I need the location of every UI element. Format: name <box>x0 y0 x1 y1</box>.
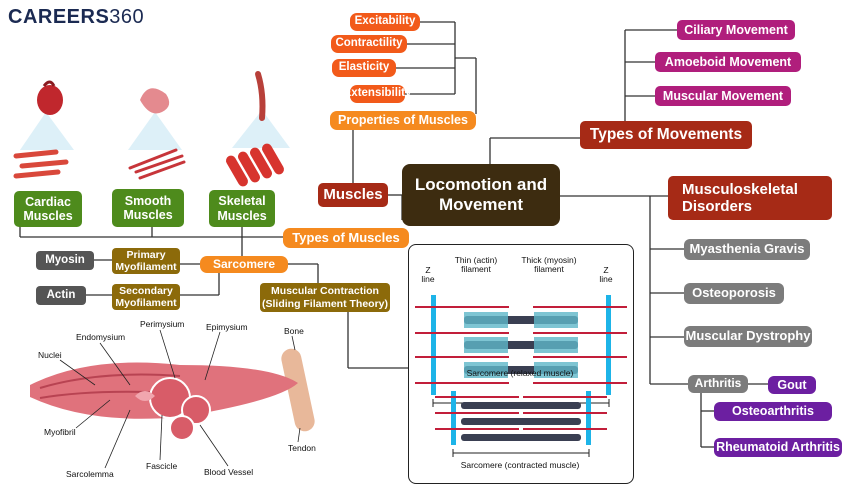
movement-muscular: Muscular Movement <box>655 86 791 106</box>
sarcomere-diagram-panel <box>408 244 634 484</box>
property-contractility: Contractility <box>331 35 407 53</box>
types-of-movements-heading: Types of Movements <box>580 121 752 149</box>
arthritis-osteoarthritis: Osteoarthritis <box>714 402 832 421</box>
muscle-anatomy-illustration <box>30 329 315 469</box>
label-fascicle: Fascicle <box>146 461 178 471</box>
sarcomere-contracted-caption: Sarcomere (contracted muscle) <box>460 460 580 470</box>
smooth-muscles-box: Smooth Muscles <box>112 189 184 227</box>
sarcomere-relaxed-caption: Sarcomere (relaxed muscle) <box>466 368 574 378</box>
thick-filament-label: Thick (myosin)filament <box>521 255 577 275</box>
property-excitability: Excitability <box>350 13 420 31</box>
label-tendon: Tendon <box>288 443 316 453</box>
properties-of-muscles-heading: Properties of Muscles <box>330 111 476 130</box>
arthritis-gout: Gout <box>768 376 816 394</box>
cardiac-muscles-box: Cardiac Muscles <box>14 191 82 227</box>
types-of-muscles-heading: Types of Muscles <box>283 228 409 248</box>
disorder-muscular-dystrophy: Muscular Dystrophy <box>684 326 812 347</box>
disorder-myasthenia-gravis: Myasthenia Gravis <box>684 239 810 260</box>
muscle-illustrations <box>13 71 290 187</box>
thin-filament-label: Thin (actin)filament <box>454 255 498 275</box>
property-extensibility: Extensibility <box>344 85 411 103</box>
property-elasticity: Elasticity <box>332 59 396 77</box>
brand-logo: CAREERS360 <box>8 6 144 29</box>
disorder-osteoporosis: Osteoporosis <box>684 283 784 304</box>
disorders-line2: Disorders <box>682 198 753 215</box>
center-title-line1: Locomotion and <box>414 175 548 195</box>
myosin-box: Myosin <box>36 251 94 270</box>
center-title: Locomotion and Movement <box>402 164 560 226</box>
label-sarcolemma: Sarcolemma <box>66 469 114 479</box>
sarcomere-box: Sarcomere <box>200 256 288 273</box>
brand-number: 360 <box>109 6 145 28</box>
movement-ciliary: Ciliary Movement <box>677 20 795 40</box>
muscular-contraction-box: Muscular Contraction(Sliding Filament Th… <box>260 283 390 312</box>
arthritis-rheumatoid: Rheumatoid Arthritis <box>714 438 842 457</box>
sarcomere-diagram <box>415 295 627 457</box>
movement-amoeboid: Amoeboid Movement <box>655 52 801 72</box>
label-blood-vessel: Blood Vessel <box>204 467 254 477</box>
label-endomysium: Endomysium <box>76 332 126 342</box>
actin-box: Actin <box>36 286 86 305</box>
label-perimysium: Perimysium <box>140 319 185 329</box>
label-epimysium: Epimysium <box>206 322 248 332</box>
disorders-line1: Musculoskeletal <box>682 180 798 198</box>
disorder-arthritis: Arthritis <box>688 375 748 393</box>
label-myofibril: Myofibril <box>44 427 76 437</box>
label-bone: Bone <box>284 326 304 336</box>
center-title-line2: Movement <box>438 195 524 214</box>
label-nuclei: Nuclei <box>38 350 62 360</box>
brand-name: CAREERS <box>8 6 110 28</box>
musculoskeletal-disorders-heading: Musculoskeletal Disorders <box>668 176 832 220</box>
muscles-node: Muscles <box>318 183 388 207</box>
skeletal-muscles-box: Skeletal Muscles <box>209 190 275 227</box>
